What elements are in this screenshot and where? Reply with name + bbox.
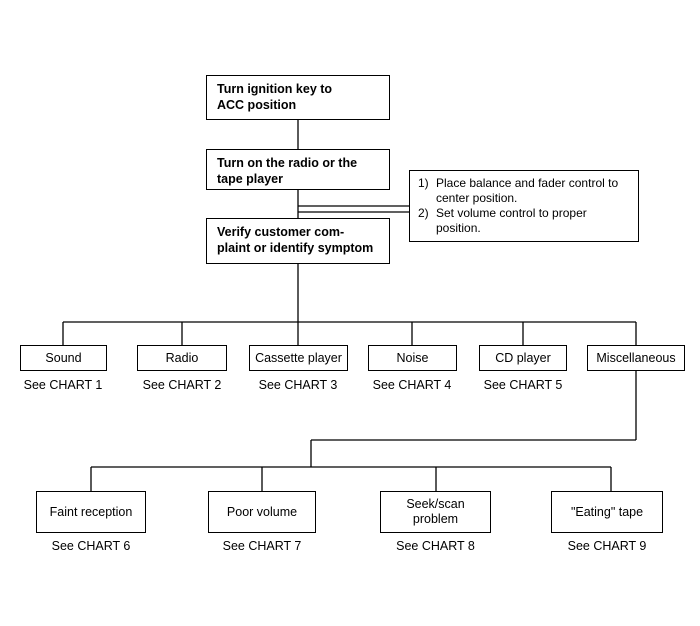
chart-ref-7: See CHART 7 [222,539,302,553]
category-box-noise: Noise [368,345,457,371]
category-box-cd: CD player [479,345,567,371]
category-label: Cassette player [255,351,342,365]
category-label: Miscellaneous [596,351,676,365]
misc-box-faint: Faint reception [36,491,146,533]
step-box-radio-on: Turn on the radio or the tape player [206,149,390,190]
note-item: 2) Set volume control to proper position… [418,206,630,236]
note-box: 1) Place balance and fader control to ce… [409,170,639,242]
step-line: plaint or identify symptom [217,241,374,255]
category-label: Radio [165,351,199,365]
chart-ref-1: See CHART 1 [23,378,103,392]
misc-box-seek: Seek/scan problem [380,491,491,533]
step-line: Verify customer com- [217,225,345,239]
misc-label: Poor volume [226,504,298,519]
chart-ref-3: See CHART 3 [258,378,338,392]
step-box-ignition: Turn ignition key to ACC position [206,75,390,120]
note-text: Set volume control to proper position. [436,206,587,235]
misc-label: "Eating" tape [570,504,644,519]
note-number: 1) [418,176,429,190]
chart-ref-2: See CHART 2 [142,378,222,392]
chart-ref-4: See CHART 4 [372,378,452,392]
step-box-verify: Verify customer com- plaint or identify … [206,218,390,264]
misc-label: Seek/scan [406,497,465,511]
misc-box-eating: "Eating" tape [551,491,663,533]
category-label: CD player [495,351,551,365]
category-box-cassette: Cassette player [249,345,348,371]
chart-ref-5: See CHART 5 [483,378,563,392]
note-text: Place balance and fader control to cente… [436,176,619,205]
note-item: 1) Place balance and fader control to ce… [418,176,630,206]
category-label: Noise [396,351,429,365]
category-box-sound: Sound [20,345,107,371]
step-line: Turn ignition key to [217,82,333,96]
misc-label: problem [412,512,459,526]
chart-ref-8: See CHART 8 [396,539,475,553]
step-line: ACC position [217,98,297,112]
category-box-misc: Miscellaneous [587,345,685,371]
chart-ref-6: See CHART 6 [51,539,131,553]
note-number: 2) [418,206,429,220]
category-box-radio: Radio [137,345,227,371]
chart-ref-9: See CHART 9 [567,539,647,553]
category-label: Sound [45,351,82,365]
misc-label: Faint reception [49,504,133,519]
step-line: Turn on the radio or the [217,156,358,170]
step-line: tape player [217,172,284,186]
misc-box-poor: Poor volume [208,491,316,533]
